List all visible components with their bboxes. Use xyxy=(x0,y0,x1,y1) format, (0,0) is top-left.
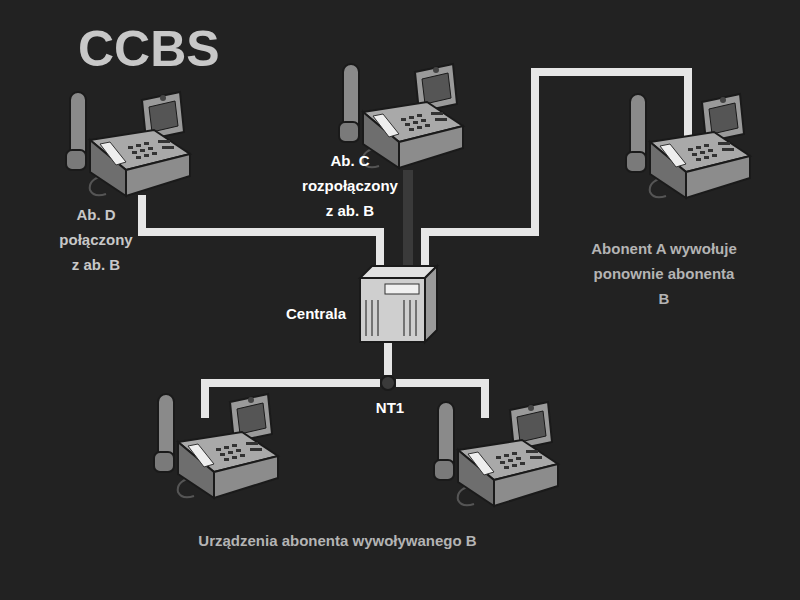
phone-illustration xyxy=(434,402,558,506)
subscriber-phone: Ab. C rozpołączony z ab. B xyxy=(335,62,465,170)
node-label: NT1 xyxy=(360,395,420,420)
phone-line xyxy=(425,72,688,268)
exchange-box: Centrala xyxy=(360,268,435,340)
phone-line xyxy=(403,170,413,268)
subscriber-phone: Abonent A wywołuje ponownie abonenta B xyxy=(622,92,752,204)
node-label: Centrala xyxy=(286,301,346,326)
node-label: Urządzenia abonenta wywoływanego B xyxy=(140,528,535,553)
phone-illustration xyxy=(66,92,190,196)
exchange-illustration xyxy=(360,266,437,342)
node-label: Ab. C rozpołączony z ab. B xyxy=(302,148,398,223)
node-label: Ab. D połączony z ab. B xyxy=(56,202,136,277)
phone-illustration xyxy=(154,394,278,498)
node-label: Abonent A wywołuje ponownie abonenta B xyxy=(587,236,741,311)
nt1-junction: NT1 xyxy=(380,375,396,391)
subscriber-phone: Ab. D połączony z ab. B xyxy=(62,90,192,195)
phone-line xyxy=(384,340,392,375)
title: CCBS xyxy=(78,20,220,78)
phone-illustration xyxy=(626,94,750,198)
called-subscriber-group: Urządzenia abonenta wywoływanego B xyxy=(140,418,535,548)
